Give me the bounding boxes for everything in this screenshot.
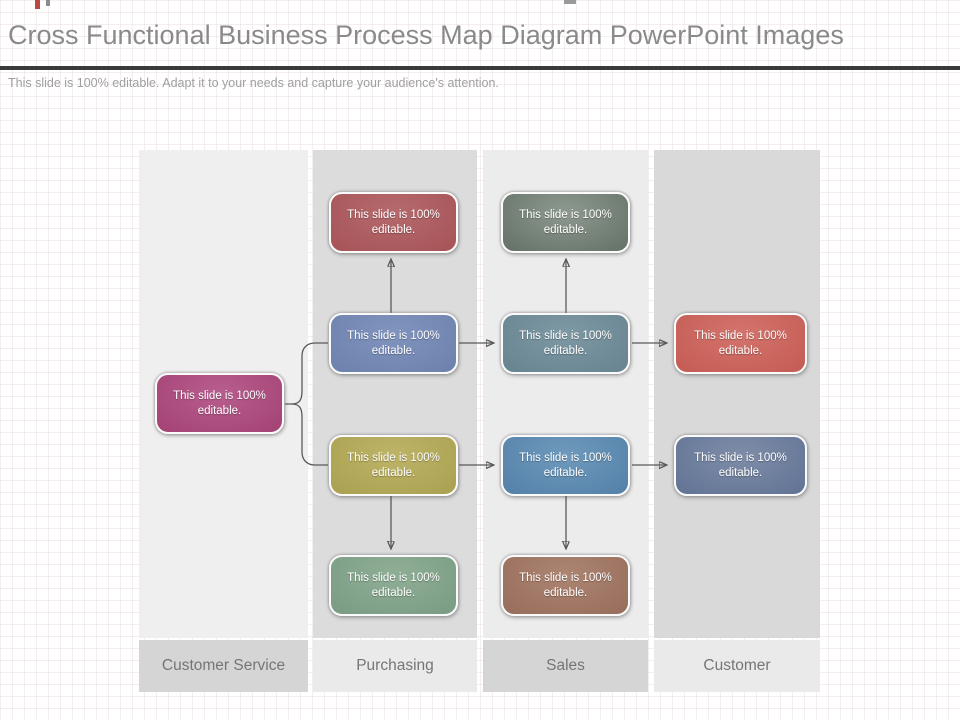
page-title: Cross Functional Business Process Map Di… xyxy=(8,20,844,50)
process-box-customer-lower: This slide is 100% editable. xyxy=(674,435,807,496)
process-box-purchasing-top: This slide is 100% editable. xyxy=(329,192,458,253)
lane-label-customer-service: Customer Service xyxy=(139,640,308,692)
top-edge-artifact xyxy=(46,0,50,6)
lane-label-purchasing: Purchasing xyxy=(313,640,477,692)
process-box-text: This slide is 100% editable. xyxy=(347,451,440,479)
lane-label-text: Customer xyxy=(703,657,771,674)
lane-label-text: Sales xyxy=(546,657,585,674)
process-box-text: This slide is 100% editable. xyxy=(519,451,612,479)
title-divider xyxy=(0,66,960,70)
process-box-text: This slide is 100% editable. xyxy=(347,208,440,236)
page-subtitle: This slide is 100% editable. Adapt it to… xyxy=(8,76,499,90)
process-box-text: This slide is 100% editable. xyxy=(519,571,612,599)
lane-label-text: Customer Service xyxy=(161,657,286,674)
process-box-customer-service-start: This slide is 100% editable. xyxy=(155,373,284,434)
top-edge-artifact xyxy=(564,0,576,4)
process-box-purchasing-bottom: This slide is 100% editable. xyxy=(329,555,458,616)
process-box-sales-mid: This slide is 100% editable. xyxy=(501,313,630,374)
process-box-sales-top: This slide is 100% editable. xyxy=(501,192,630,253)
process-box-purchasing-mid: This slide is 100% editable. xyxy=(329,313,458,374)
lane-customer xyxy=(654,150,820,638)
process-box-text: This slide is 100% editable. xyxy=(173,389,266,417)
top-edge-artifact xyxy=(35,0,40,9)
process-box-purchasing-lower: This slide is 100% editable. xyxy=(329,435,458,496)
process-box-sales-lower: This slide is 100% editable. xyxy=(501,435,630,496)
process-box-text: This slide is 100% editable. xyxy=(694,329,787,357)
process-box-text: This slide is 100% editable. xyxy=(347,329,440,357)
process-box-sales-bottom: This slide is 100% editable. xyxy=(501,555,630,616)
lane-label-sales: Sales xyxy=(483,640,648,692)
lane-label-text: Purchasing xyxy=(356,657,434,674)
process-box-text: This slide is 100% editable. xyxy=(694,451,787,479)
process-box-text: This slide is 100% editable. xyxy=(347,571,440,599)
process-box-text: This slide is 100% editable. xyxy=(519,208,612,236)
process-box-customer-mid: This slide is 100% editable. xyxy=(674,313,807,374)
lane-label-customer: Customer xyxy=(654,640,820,692)
process-box-text: This slide is 100% editable. xyxy=(519,329,612,357)
